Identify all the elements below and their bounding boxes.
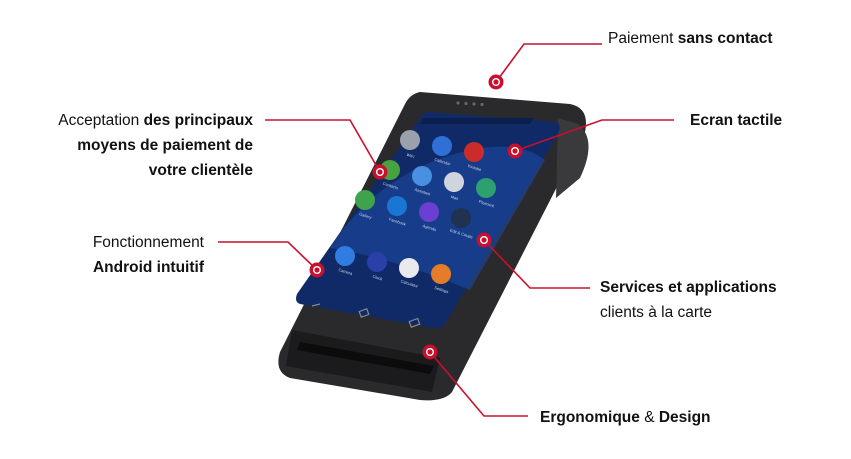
app-label: Calculator: [400, 278, 419, 289]
app-icon-calendar[interactable]: [432, 136, 452, 156]
app-label: Camera: [338, 267, 354, 276]
callout-acceptance-line1-normal: Acceptation: [58, 112, 144, 129]
app-icon-calculator[interactable]: [399, 258, 419, 278]
leader-acceptance: [265, 119, 381, 173]
app-label: Clock: [372, 274, 383, 282]
callout-acceptance: Acceptation des principaux moyens de pai…: [20, 108, 253, 183]
callout-ergonomics-amp: &: [639, 409, 659, 426]
app-label: Mail: [450, 194, 459, 201]
app-label: Calendar: [434, 157, 452, 167]
app-icon-camera[interactable]: [335, 246, 355, 266]
callout-android: Fonctionnement Android intuitif: [20, 230, 204, 280]
app-icon-wifi[interactable]: [400, 130, 420, 150]
status-bar: [420, 118, 534, 124]
dot-contactless: [488, 74, 504, 90]
leader-contactless: [495, 43, 602, 83]
app-icon-agenda[interactable]: [419, 202, 439, 222]
app-label: Payment: [478, 199, 495, 209]
dot-acceptance: [372, 164, 388, 180]
app-icon-mail[interactable]: [444, 172, 464, 192]
callout-ergonomics-bold2: Design: [658, 409, 711, 426]
callout-acceptance-line2-bold: moyens de paiement de: [77, 137, 253, 154]
app-label: Assistant: [414, 187, 432, 197]
app-icon-settings[interactable]: [431, 264, 451, 284]
callout-acceptance-line2: moyens de paiement de: [20, 133, 253, 158]
callout-android-line2: Android intuitif: [92, 259, 204, 276]
app-icon-edit-create[interactable]: [451, 208, 471, 228]
leader-android: [218, 241, 318, 271]
app-icon-clock[interactable]: [367, 252, 387, 272]
callout-acceptance-line3: votre clientèle: [20, 158, 253, 183]
leader-services: [483, 239, 590, 289]
app-icon-payment[interactable]: [476, 178, 496, 198]
app-label: Youtube: [467, 163, 483, 172]
dot-ergonomics: [422, 344, 438, 360]
callout-android-line1: Fonctionnement: [92, 234, 204, 251]
callout-services-line1: Services et applications: [600, 279, 777, 296]
callout-services-line2: clients à la carte: [600, 304, 712, 321]
app-icon-youtube[interactable]: [464, 142, 484, 162]
app-icon-facebook[interactable]: [387, 196, 407, 216]
app-label: Gallery: [359, 211, 373, 220]
callout-acceptance-line3-bold: votre clientèle: [148, 162, 253, 179]
app-icon-assistant[interactable]: [412, 166, 432, 186]
nav-buttons: [311, 303, 421, 328]
callout-contactless: Paiement sans contact: [608, 26, 773, 51]
callout-contactless-bold: sans contact: [677, 30, 773, 47]
callout-services: Services et applications clients à la ca…: [600, 275, 777, 325]
app-label: Settings: [434, 285, 449, 294]
dot-android: [309, 262, 325, 278]
terminal-grip: [556, 118, 589, 198]
app-label: Contacts: [382, 181, 399, 191]
app-label: Facebook: [388, 216, 406, 226]
app-icon-gallery[interactable]: [355, 190, 375, 210]
callout-acceptance-line1: Acceptation des principaux: [20, 108, 253, 133]
callout-acceptance-line1-bold: des principaux: [143, 112, 253, 129]
card-reader-groove: [297, 342, 434, 374]
callout-touchscreen: Ecran tactile: [690, 108, 782, 133]
leader-touchscreen: [514, 119, 674, 152]
app-label: Agenda: [422, 223, 437, 232]
callout-contactless-normal: Paiement: [608, 30, 678, 47]
dot-touchscreen: [507, 143, 523, 159]
callout-touchscreen-bold: Ecran tactile: [690, 112, 783, 129]
callout-ergonomics: Ergonomique & Design: [540, 405, 711, 430]
callout-ergonomics-bold1: Ergonomique: [540, 409, 640, 426]
dot-services: [476, 232, 492, 248]
top-sensors: [456, 101, 484, 107]
app-label: WiFi: [406, 152, 415, 159]
callout-dots: [309, 74, 523, 360]
leader-ergonomics: [429, 351, 528, 417]
